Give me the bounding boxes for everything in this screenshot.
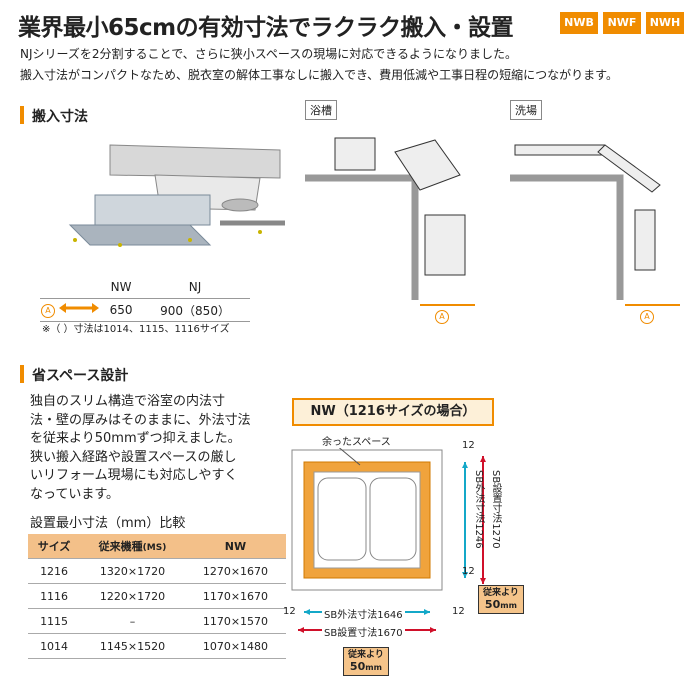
sb-outer-width-label: SB外法寸法1646: [322, 606, 405, 621]
col-header-nw: NW: [184, 534, 286, 559]
col-header-nw: NW: [102, 276, 141, 299]
diagram-title: NW（1216サイズの場合）: [292, 398, 494, 426]
col-header-size: サイズ: [28, 534, 81, 559]
space-saving-body: 独自のスリム構造で浴室の内法寸 法・壁の厚みはそのままに、外法寸法 を従来より5…: [30, 394, 251, 502]
reduction-badge-horizontal: 従来より 50mm: [343, 647, 389, 676]
carry-in-heading: 搬入寸法: [32, 109, 88, 125]
panel-marker-a: A: [435, 310, 449, 324]
sb-outer-height-label: SB外法寸法1246: [473, 470, 484, 549]
comparison-table-title: 設置最小寸法（mm）比較: [30, 516, 186, 531]
space-saving-heading: 省スペース設計: [32, 368, 129, 384]
reduction-badge-vertical: 従来より 50mm: [478, 585, 524, 614]
marker-a: A: [41, 304, 55, 318]
gap-label-left: 12: [283, 606, 296, 617]
bathtub-panel: 浴槽 A: [305, 100, 485, 330]
wash-area-plan-diagram: [510, 144, 680, 306]
panel-marker-a: A: [640, 310, 654, 324]
gap-label-right: 12: [452, 606, 465, 617]
gap-label-bottom: 12: [462, 566, 475, 577]
sb-install-height-label: SB設置寸法1270: [490, 470, 501, 549]
table-row: 1115–1170×1570: [28, 608, 286, 634]
col-header-nj: NJ: [140, 276, 250, 299]
sb-install-width-label: SB設置寸法1670: [322, 624, 405, 639]
double-arrow-icon: [58, 303, 99, 313]
gap-label-top: 12: [462, 440, 475, 451]
wash-area-panel-label: 洗場: [510, 100, 542, 120]
bathtub-plan-diagram: [305, 137, 475, 306]
nj-value: 900（850）: [140, 298, 250, 322]
wash-area-panel: 洗場 A: [510, 100, 690, 330]
model-tag-nwb: NWB: [560, 12, 598, 34]
col-header-previous: 従来機種(MS): [80, 534, 185, 559]
bathtub-panel-label: 浴槽: [305, 100, 337, 120]
section-marker: [20, 106, 24, 124]
page-title: 業界最小65cmの有効寸法でラクラク搬入・設置: [18, 15, 514, 41]
size-note: ※（ ）寸法は1014、1115、1116サイズ: [42, 324, 230, 335]
bathtub-split-illustration: [68, 144, 285, 247]
carry-in-table: NW NJ A 650 900（850）: [40, 276, 250, 322]
nw-value: 650: [102, 298, 141, 322]
section-marker: [20, 365, 24, 383]
model-tag-nwf: NWF: [603, 12, 641, 34]
intro-line-2: 搬入寸法がコンパクトなため、脱衣室の解体工事なしに搬入でき、費用低減や工事日程の…: [20, 68, 618, 82]
spare-space-label: 余ったスペース: [320, 433, 393, 448]
model-tag-nwh: NWH: [646, 12, 684, 34]
layout-diagram: [291, 439, 486, 633]
intro-line-1: NJシリーズを2分割することで、さらに狭小スペースの現場に対応できるようになりま…: [20, 47, 518, 61]
